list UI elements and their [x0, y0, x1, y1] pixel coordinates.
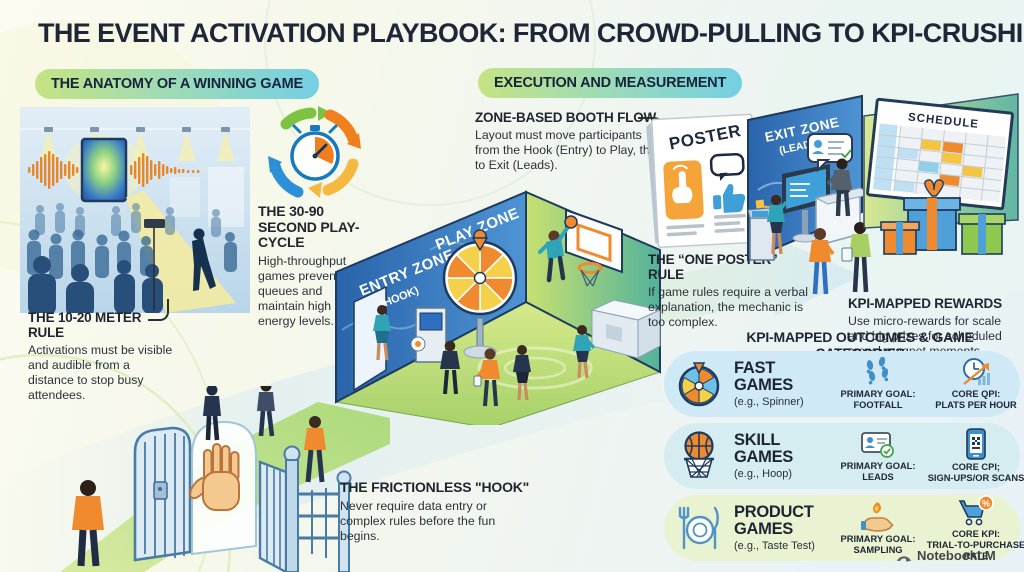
- stopwatch-cycle-icon: [268, 106, 361, 198]
- matrix-row-skill-games: SKILL GAMES (e.g., Hoop) PRIMARY GOAL: L…: [664, 423, 1024, 489]
- gift-boxes-icon: [880, 179, 1006, 255]
- plate-cutlery-icon: [670, 504, 728, 552]
- hook-title: THE FRICTIONLESS "HOOK": [340, 479, 530, 495]
- kiosk-icon: [410, 307, 447, 363]
- phone-qr-icon: [965, 428, 987, 460]
- rewards-title: KPI-MAPPED REWARDS: [848, 296, 1002, 311]
- matrix-row-fast-games: FAST GAMES (e.g., Spinner) PRIMARY GOAL:: [664, 351, 1020, 417]
- game-category-example: (e.g., Hoop): [734, 467, 793, 480]
- distance-marker-icon: [144, 219, 165, 311]
- meter-rule-body: Activations must be visible and audible …: [28, 343, 173, 403]
- walking-visitors: [72, 386, 326, 567]
- speech-bubble-idcard-icon: [807, 133, 853, 173]
- hand-sample-icon: [860, 500, 896, 532]
- game-category-example: (e.g., Taste Test): [734, 539, 815, 552]
- core-kpi-label: CORE KPI:: [951, 528, 1001, 539]
- one-poster-body: If game rules require a verbal explanati…: [648, 285, 808, 330]
- hook-callout: THE FRICTIONLESS "HOOK" Never require da…: [340, 479, 540, 544]
- clock-chart-icon: [958, 357, 994, 387]
- cart-percent-icon: %: [958, 494, 994, 527]
- meter-rule-connector: [148, 299, 169, 321]
- booth-flow-body: Layout must move participants from the H…: [475, 128, 664, 173]
- schedule-board-illustration: SCHEDULE: [863, 93, 1019, 255]
- glowing-screen-icon: [80, 137, 128, 203]
- poster-illustration: POSTER: [646, 113, 759, 249]
- crowd-scene-illustration: [20, 107, 250, 313]
- meter-rule-callout: THE 10-20 METER RULE Activations must be…: [28, 310, 178, 403]
- exit-zone-illustration: EXIT ZONE (LEADS): [747, 94, 874, 295]
- podium-icon: [747, 207, 775, 261]
- primary-goal-label: PRIMARY GOAL:: [840, 461, 916, 472]
- crowd-silhouettes-icon: [27, 203, 237, 313]
- game-category-example: (e.g., Spinner): [734, 395, 804, 408]
- spinner-wheel-icon: [670, 359, 728, 409]
- game-category-name: FAST GAMES: [734, 359, 794, 394]
- gate-left-panel: [133, 426, 192, 562]
- core-kpi-label: CORE CPI;: [951, 462, 1001, 473]
- page-title-tail: FROM CROWD-PULLING TO KPI-CRUSHING: [506, 18, 1024, 48]
- game-category-name: PRODUCT GAMES: [734, 503, 814, 538]
- hook-body: Never require data entry or complex rule…: [340, 498, 496, 543]
- primary-goal-value: FOOTFALL: [853, 400, 903, 411]
- sound-waveform-icon: [28, 151, 200, 189]
- person-dunking: [538, 215, 578, 283]
- core-kpi-value: PLATS PER HOUR: [935, 400, 1017, 411]
- watermark-text: NotebookLM: [917, 548, 996, 563]
- booth-flow-callout: ZONE-BASED BOOTH FLOW Layout must move p…: [475, 110, 665, 173]
- primary-goal-value: LEADS: [862, 472, 894, 483]
- svg-text:%: %: [982, 498, 990, 508]
- stop-hand-icon: [189, 443, 240, 511]
- prize-wheel-icon: [442, 229, 518, 359]
- play-cycle-title: THE 30-90 SECOND PLAY-CYCLE: [258, 203, 360, 251]
- fence-icon: [298, 470, 352, 572]
- primary-goal-label: PRIMARY GOAL:: [840, 534, 916, 545]
- one-poster-callout: THE “ONE POSTER” RULE If game rules requ…: [648, 252, 808, 330]
- core-kpi-value: SIGN-UPS/OR SCANS: [927, 473, 1024, 484]
- basketball-hoop-wall-icon: [565, 208, 623, 287]
- booth-visitors: [373, 305, 596, 407]
- game-category-name: SKILL GAMES: [734, 431, 794, 466]
- basketball-hoop-icon: [670, 430, 728, 482]
- page-title: THE EVENT ACTIVATION PLAYBOOK: FROM CROW…: [38, 18, 1024, 49]
- booth-flow-title: ZONE-BASED BOOTH FLOW: [475, 110, 657, 125]
- speech-bubble-icon: [709, 152, 745, 182]
- notebooklm-logo-icon: [896, 549, 912, 562]
- id-card-check-icon: [860, 429, 896, 459]
- section-header-anatomy: THE ANATOMY OF A WINNING GAME: [35, 69, 319, 99]
- exit-visitors: [767, 158, 871, 295]
- core-kpi-value: TRIAL-TO-PURCHASE RATE: [926, 539, 1024, 561]
- page-title-lead: THE EVENT ACTIVATION PLAYBOOK:: [38, 18, 507, 48]
- matrix-row-product-games: PRODUCT GAMES (e.g., Taste Test) PRIMARY…: [664, 494, 1024, 561]
- one-poster-title: THE “ONE POSTER” RULE: [648, 252, 778, 283]
- primary-goal-label: PRIMARY GOAL:: [840, 389, 916, 400]
- schedule-grid: [872, 123, 1007, 203]
- gate-illustration: [60, 386, 390, 572]
- booth-illustration: ENTRY ZONE (HOOK) PLAY ZONE: [334, 190, 662, 425]
- footprints-icon: [860, 357, 896, 387]
- thumbs-up-icon: [712, 184, 746, 213]
- game-categories-matrix: FAST GAMES (e.g., Spinner) PRIMARY GOAL:: [664, 351, 1024, 567]
- primary-goal-value: SAMPLING: [853, 545, 903, 556]
- watermark: NotebookLM: [896, 548, 996, 563]
- section-header-execution: EXECUTION AND MEASUREMENT: [478, 68, 743, 98]
- meter-rule-title: THE 10-20 METER RULE: [28, 310, 142, 341]
- display-case-icon: [590, 299, 662, 359]
- core-kpi-label: CORE QPI:: [951, 389, 1001, 400]
